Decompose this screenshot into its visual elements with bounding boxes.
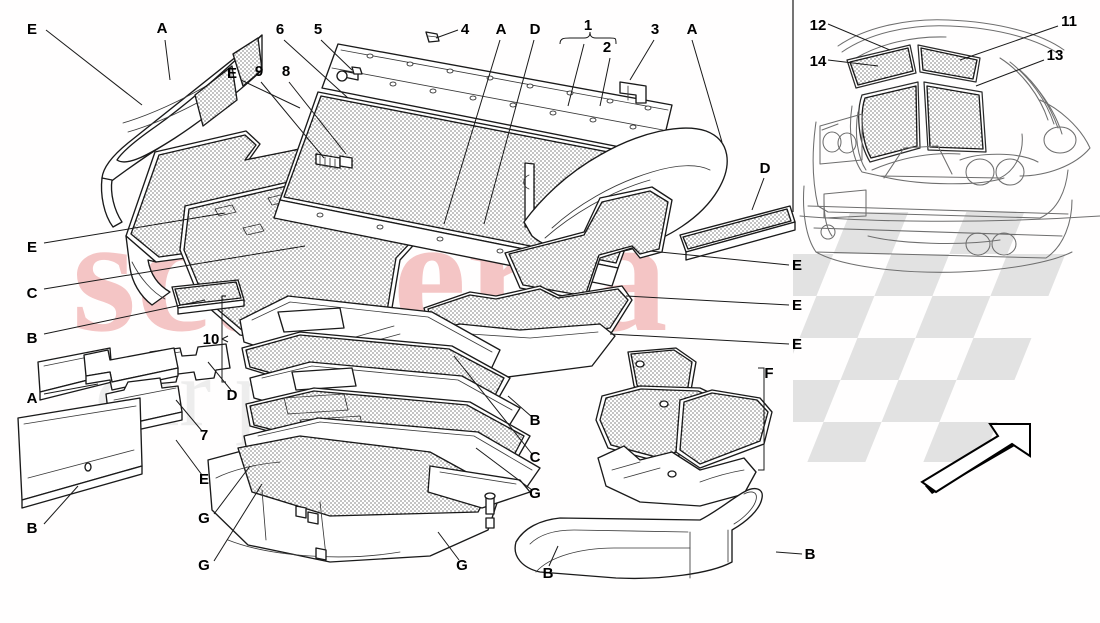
callout-B-left: B <box>27 330 38 347</box>
callout-E-left-mid: E <box>27 239 37 256</box>
callout-G-bottom-left: G <box>198 557 210 574</box>
callout-E-right-2: E <box>792 297 802 314</box>
callout-C-left: C <box>27 285 38 302</box>
callout-E-right-3: E <box>792 336 802 353</box>
callout-11: 11 <box>1061 13 1077 30</box>
part-stack-boot-panels-10 <box>207 295 541 563</box>
part-group-F-wheelarch-liners <box>595 347 773 507</box>
callout-F-right: F <box>764 365 773 382</box>
callout-B-mid: B <box>530 412 541 429</box>
callout-G-mid-left: G <box>198 510 210 527</box>
callout-1: 1 <box>584 17 592 34</box>
leader-lines-top <box>260 29 723 225</box>
callout-2: 2 <box>603 39 611 56</box>
callout-6: 6 <box>276 21 284 38</box>
fasteners-group <box>315 66 363 170</box>
callout-4: 4 <box>461 21 470 38</box>
part-bottom-trim-B <box>514 487 763 580</box>
leader-lines-inset <box>827 23 1059 87</box>
part-long-trim-middle <box>83 347 179 391</box>
part-rear-shelf-panel-A <box>100 34 263 228</box>
forward-direction-arrow <box>920 423 1031 494</box>
callout-14: 14 <box>810 53 827 70</box>
inset-car-rear-view <box>803 19 1091 273</box>
callout-D-lower: D <box>227 387 238 404</box>
callout-E-lower-mid: E <box>199 471 209 488</box>
callout-A-top-mid: A <box>496 21 507 38</box>
leader-lines-left <box>43 29 460 562</box>
callout-E-top-left: E <box>27 21 37 38</box>
checkered-flag-watermark <box>793 212 1066 462</box>
callout-labels: E A E E C B A B 7 E D 10 G G G 6 5 9 8 4… <box>27 13 1077 582</box>
callout-A-top-left: A <box>157 20 168 37</box>
callout-C-mid: C <box>530 449 541 466</box>
callout-E-upper-mid: E <box>227 65 237 82</box>
leader-lines-right <box>453 177 803 567</box>
callout-9: 9 <box>255 63 263 80</box>
callout-A-lower-left: A <box>27 390 38 407</box>
callout-D-right: D <box>760 160 771 177</box>
part-sill-strip-D <box>679 205 796 261</box>
callout-8: 8 <box>282 63 290 80</box>
callout-D-top-mid: D <box>530 21 541 38</box>
callout-13: 13 <box>1047 47 1064 64</box>
callout-B-bottom-right-2: B <box>805 546 816 563</box>
callout-3: 3 <box>651 21 659 38</box>
callout-7-lower: 7 <box>200 427 208 444</box>
inset-ground-line <box>799 215 1100 222</box>
callout-E-right-1: E <box>792 257 802 274</box>
callout-G-mid: G <box>529 485 541 502</box>
callout-12: 12 <box>810 17 827 34</box>
callout-B-bottom-left: B <box>27 520 38 537</box>
callout-10-bracket: 10 <box>203 331 220 348</box>
callout-5: 5 <box>314 21 322 38</box>
part-large-flat-panel-B <box>17 397 143 509</box>
callout-A-top-right: A <box>687 21 698 38</box>
callout-B-bottom-right-1: B <box>543 565 554 582</box>
callout-G-bottom-mid: G <box>456 557 468 574</box>
